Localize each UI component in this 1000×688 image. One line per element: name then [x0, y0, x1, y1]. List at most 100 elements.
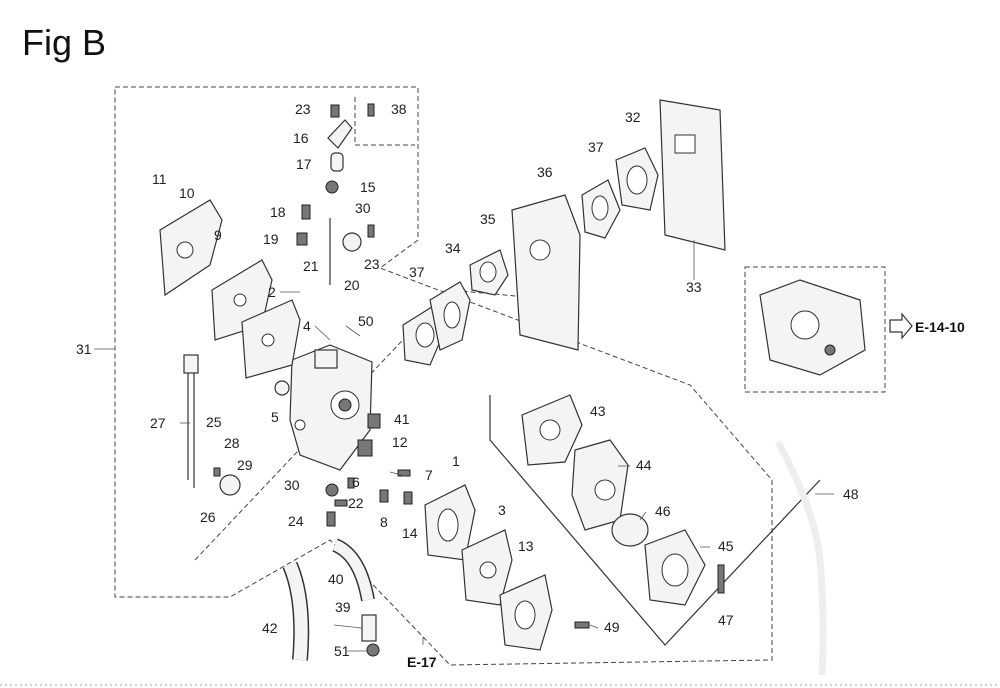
- spring-17: [330, 152, 344, 172]
- callout-48: 48: [843, 486, 859, 502]
- callout-24: 24: [288, 513, 304, 529]
- screw-6: [347, 477, 355, 489]
- callout-51: 51: [334, 643, 350, 659]
- clip-22: [334, 499, 348, 507]
- callout-6: 6: [352, 474, 360, 490]
- plate-20: [342, 232, 362, 252]
- callout-2: 2: [268, 284, 276, 300]
- callout-27: 27: [150, 415, 166, 431]
- callout-8: 8: [380, 514, 388, 530]
- callout-28: 28: [224, 435, 240, 451]
- pump-group-boundary: [489, 395, 821, 646]
- callout-3: 3: [498, 502, 506, 518]
- callout-1: 1: [452, 453, 460, 469]
- cover-45: [644, 529, 706, 606]
- screw-28: [213, 467, 221, 477]
- callout-30-b: 30: [284, 477, 300, 493]
- callout-23: 23: [295, 101, 311, 117]
- callout-43: 43: [590, 403, 606, 419]
- reference-e-14-10: E-14-10: [915, 319, 965, 335]
- hose-42-inner: [283, 562, 308, 661]
- callout-33: 33: [686, 279, 702, 295]
- callout-14: 14: [402, 525, 418, 541]
- callout-7: 7: [425, 467, 433, 483]
- callout-4: 4: [303, 318, 311, 334]
- callout-38: 38: [391, 101, 407, 117]
- hose-40-inner: [332, 539, 374, 602]
- callout-25: 25: [206, 414, 222, 430]
- filter-39: [361, 614, 377, 642]
- callout-13: 13: [518, 538, 534, 554]
- callout-37-b: 37: [588, 139, 604, 155]
- callout-41: 41: [394, 411, 410, 427]
- diaphragm-4: [241, 299, 301, 379]
- spring-12: [357, 439, 373, 457]
- callout-35: 35: [480, 211, 496, 227]
- insulator-34: [429, 281, 471, 351]
- leader-lines: [94, 240, 834, 652]
- callout-45: 45: [718, 538, 734, 554]
- gasket-35: [469, 249, 509, 296]
- callout-19: 19: [263, 231, 279, 247]
- washer-5: [274, 380, 290, 396]
- callout-15: 15: [360, 179, 376, 195]
- cover-plate-10: [159, 199, 223, 297]
- plate-36: [511, 194, 581, 351]
- diaphragm-43: [521, 394, 583, 466]
- callout-50: 50: [358, 313, 374, 329]
- arrow-e-14-10: [889, 312, 913, 340]
- hose-48-inner: [774, 440, 827, 676]
- callout-49: 49: [604, 619, 620, 635]
- callout-26: 26: [200, 509, 216, 525]
- figure-title: Fig B: [22, 22, 107, 63]
- callout-12: 12: [392, 434, 408, 450]
- callout-5: 5: [271, 409, 279, 425]
- callout-39: 39: [335, 599, 351, 615]
- callout-17: 17: [296, 156, 312, 172]
- nut-30: [325, 483, 339, 497]
- filter-46: [611, 513, 649, 547]
- bracket-top: [354, 97, 415, 146]
- spring-41: [367, 413, 381, 429]
- callout-29: 29: [237, 457, 253, 473]
- screw-23-mid: [367, 224, 375, 238]
- callout-20: 20: [344, 277, 360, 293]
- gasket-37-right: [581, 179, 621, 239]
- callout-40: 40: [328, 571, 344, 587]
- clip-7: [397, 469, 411, 477]
- screw-8: [379, 489, 389, 503]
- callout-23-b: 23: [364, 256, 380, 272]
- callout-18: 18: [270, 204, 286, 220]
- lever-29: [219, 474, 241, 496]
- screw-24: [326, 511, 336, 527]
- callout-16: 16: [293, 130, 309, 146]
- screw-38: [367, 103, 375, 117]
- pump-body-44: [571, 439, 629, 531]
- spring-19: [296, 232, 308, 246]
- callout-22: 22: [348, 495, 364, 511]
- callout-37: 37: [409, 264, 425, 280]
- nut-51: [366, 643, 380, 657]
- callout-44: 44: [636, 457, 652, 473]
- callout-47: 47: [718, 612, 734, 628]
- callout-31: 31: [76, 341, 92, 357]
- screw-23-top: [330, 104, 340, 118]
- choke-rod-27: [183, 354, 199, 488]
- main-group-boundary: [114, 86, 773, 666]
- inset-housing: [759, 279, 866, 376]
- callout-34: 34: [445, 240, 461, 256]
- callout-9: 9: [214, 227, 222, 243]
- reference-e-17: E-17: [407, 654, 437, 670]
- screw-18: [301, 204, 311, 220]
- callout-10: 10: [179, 185, 195, 201]
- bolt-47: [717, 564, 725, 594]
- nut-15: [325, 180, 339, 194]
- inset-boundary: [744, 266, 886, 393]
- insulator-32: [615, 147, 659, 211]
- bolt-49: [574, 621, 590, 629]
- callout-11: 11: [152, 171, 167, 187]
- callout-labels: 1 2 3 4 5 6 7 8 9 10 11 12 13 14 15 16 1…: [76, 101, 859, 659]
- callout-21: 21: [303, 258, 319, 274]
- gasket-13: [499, 574, 553, 651]
